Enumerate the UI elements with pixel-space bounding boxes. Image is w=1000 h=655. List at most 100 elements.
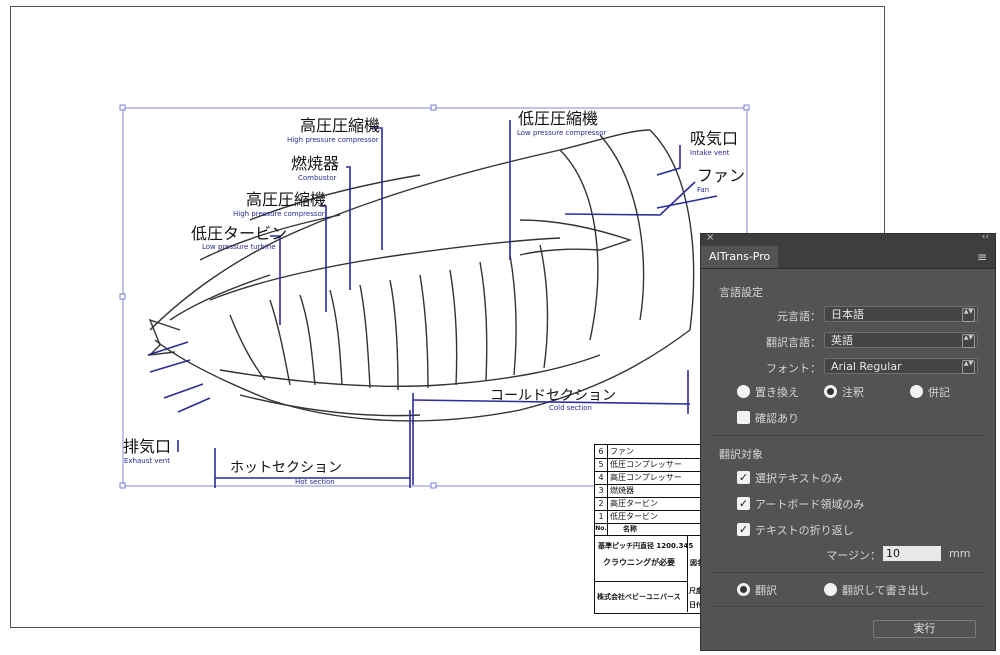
company-cell: 株式会社ベビーユニバース — [595, 581, 688, 612]
mode-replace-radio[interactable] — [737, 385, 750, 398]
part-number: 3 — [595, 484, 608, 497]
engine-illustration — [148, 129, 695, 422]
callout-hp-compressor-top[interactable]: 高圧圧縮機 — [300, 116, 380, 135]
action-translate-radio[interactable] — [737, 583, 750, 596]
callout-exhaust-en[interactable]: Exhaust vent — [124, 457, 170, 465]
notes-cell: 基準ピッチ円直径 1200.345 クラウニングが必要 — [595, 536, 693, 582]
margin-label: マージン： — [826, 549, 881, 562]
divider — [711, 572, 985, 573]
selection-handle[interactable] — [119, 293, 126, 300]
mode-note-label: 注釈 — [842, 386, 864, 399]
callout-lp-turbine-en[interactable]: Low pressure turbine — [202, 243, 276, 251]
note-pitch: 基準ピッチ円直径 1200.345 — [598, 542, 694, 550]
stepper-icon: ▲▼ — [962, 334, 975, 348]
confirm-checkbox[interactable] — [737, 411, 750, 424]
stepper-icon: ▲▼ — [962, 360, 975, 374]
callout-lp-compressor[interactable]: 低圧圧縮機 — [518, 109, 598, 128]
mode-both-radio[interactable] — [910, 385, 923, 398]
part-name: 高圧タービン — [610, 499, 658, 508]
callout-cold-section[interactable]: コールドセクション — [490, 388, 616, 404]
callout-hp-compressor-mid-en[interactable]: High pressure compressor — [233, 210, 325, 218]
collapse-icon[interactable]: ‹‹ — [981, 232, 989, 242]
note-crowning: クラウニングが必要 — [603, 558, 675, 567]
callout-hot-section-en[interactable]: Hot section — [295, 478, 335, 486]
aitrans-panel: × ‹‹ AITrans-Pro ≡ 言語設定 元言語： 日本語▲▼ 翻訳言語：… — [700, 232, 996, 651]
selected-text-label: 選択テキストのみ — [755, 472, 843, 485]
artboard-only-label: アートボード領域のみ — [755, 498, 865, 511]
part-number: 4 — [595, 471, 608, 484]
action-export-label: 翻訳して書き出し — [842, 584, 930, 597]
panel-menu-icon[interactable]: ≡ — [976, 250, 987, 264]
selected-text-checkbox[interactable]: ✓ — [737, 471, 750, 484]
mode-note-radio[interactable] — [824, 385, 837, 398]
callout-lp-turbine[interactable]: 低圧タービン — [191, 224, 287, 243]
callout-combustor[interactable]: 燃焼器 — [291, 154, 339, 173]
selection-handle[interactable] — [119, 104, 126, 111]
divider — [711, 606, 985, 607]
callout-combustor-en[interactable]: Combustor — [298, 174, 337, 182]
date-label: 日付 — [689, 601, 703, 609]
callout-intake-en[interactable]: Intake vent — [690, 149, 730, 157]
selection-handle[interactable] — [743, 104, 750, 111]
divider — [711, 435, 985, 436]
margin-input[interactable] — [883, 546, 941, 561]
stepper-icon: ▲▼ — [962, 308, 975, 322]
selection-handle[interactable] — [430, 482, 437, 489]
target-language-value: 英語 — [831, 334, 853, 347]
part-number: 2 — [595, 497, 608, 510]
selection-handle[interactable] — [430, 104, 437, 111]
header-name: 名称 — [623, 525, 637, 533]
source-language-select[interactable]: 日本語 ▲▼ — [824, 306, 978, 322]
mode-replace-label: 置き換え — [755, 386, 799, 399]
margin-unit: mm — [949, 547, 971, 560]
font-label: フォント： — [766, 362, 821, 375]
target-language-label: 翻訳言語： — [766, 336, 821, 349]
part-name: 低圧コンプレッサー — [610, 460, 682, 469]
header-no: No. — [595, 523, 608, 535]
callout-hp-compressor-top-en[interactable]: High pressure compressor — [287, 136, 379, 144]
part-name: 燃焼器 — [610, 486, 634, 495]
source-language-value: 日本語 — [831, 308, 864, 321]
callout-fan[interactable]: ファン — [697, 166, 745, 185]
text-wrap-checkbox[interactable]: ✓ — [737, 523, 750, 536]
part-number: 6 — [595, 445, 608, 458]
confirm-label: 確認あり — [755, 412, 799, 425]
callout-hot-section[interactable]: ホットセクション — [230, 460, 342, 476]
action-translate-label: 翻訳 — [755, 584, 777, 597]
part-name: 低圧タービン — [610, 512, 658, 521]
mode-both-label: 併記 — [928, 386, 950, 399]
part-name: ファン — [610, 447, 634, 456]
callout-fan-en[interactable]: Fan — [697, 186, 709, 194]
callout-cold-section-en[interactable]: Cold section — [549, 404, 592, 412]
drawing-name-label: 図名 — [690, 559, 704, 567]
part-number: 1 — [595, 510, 608, 523]
panel-tabbar: AITrans-Pro ≡ — [701, 246, 995, 269]
language-section-title: 言語設定 — [719, 286, 763, 299]
company-name: 株式会社ベビーユニバース — [597, 593, 681, 601]
leader-lines — [147, 120, 718, 488]
text-wrap-label: テキストの折り返し — [755, 524, 854, 537]
action-export-radio[interactable] — [824, 583, 837, 596]
selection-handle[interactable] — [119, 482, 126, 489]
tab-aitrans-pro[interactable]: AITrans-Pro — [701, 246, 779, 268]
callout-hp-compressor-mid[interactable]: 高圧圧縮機 — [246, 190, 326, 209]
artboard-only-checkbox[interactable]: ✓ — [737, 497, 750, 510]
panel-titlebar: × ‹‹ — [701, 232, 995, 246]
run-button[interactable]: 実行 — [873, 620, 976, 638]
part-name: 高圧コンプレッサー — [610, 473, 682, 482]
target-section-title: 翻訳対象 — [719, 448, 763, 461]
callout-exhaust[interactable]: 排気口 — [123, 437, 171, 456]
font-select[interactable]: Arial Regular ▲▼ — [824, 358, 978, 374]
target-language-select[interactable]: 英語 ▲▼ — [824, 332, 978, 348]
close-icon[interactable]: × — [706, 232, 715, 243]
callout-lp-compressor-en[interactable]: Low pressure compressor — [517, 129, 606, 137]
callout-intake[interactable]: 吸気口 — [690, 129, 738, 148]
font-value: Arial Regular — [831, 360, 902, 373]
scale-label: 尺度 — [689, 587, 703, 595]
